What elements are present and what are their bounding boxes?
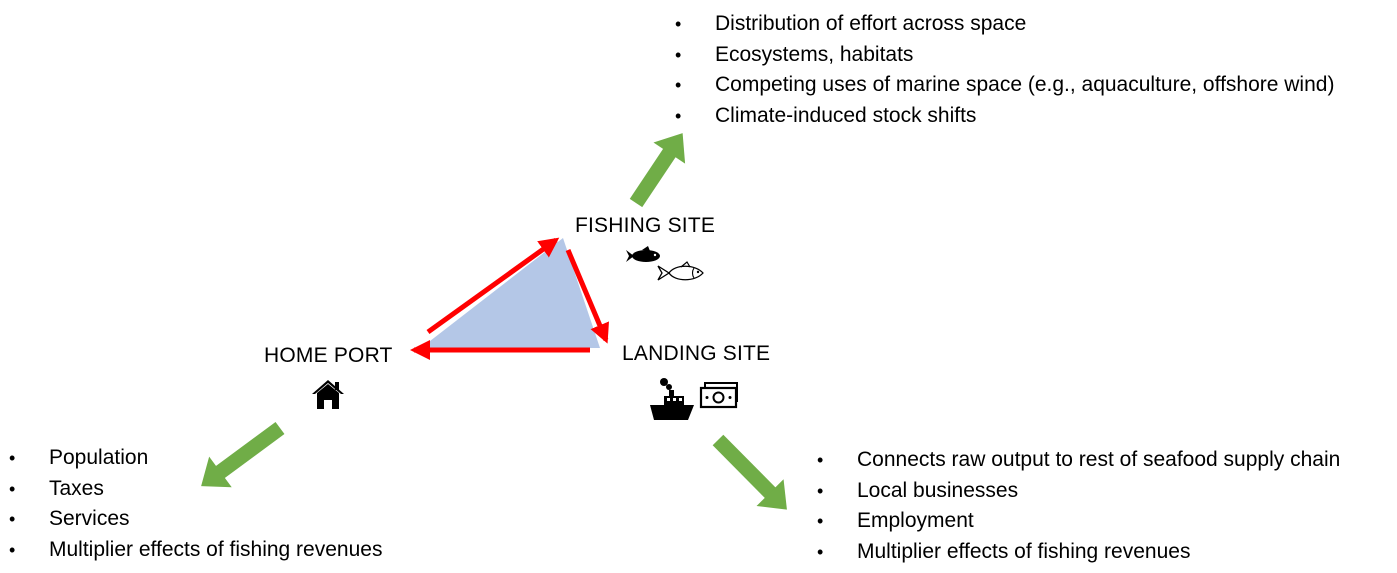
- arrow-to-landing-list: [712, 434, 787, 510]
- list-item: Climate-induced stock shifts: [675, 101, 1334, 132]
- list-item: Population: [9, 443, 382, 474]
- boat-icon: [650, 378, 694, 420]
- list-item: Connects raw output to rest of seafood s…: [817, 445, 1340, 476]
- home-port-list: Population Taxes Services Multiplier eff…: [9, 443, 383, 566]
- fish-icon: [626, 246, 660, 262]
- list-item: Services: [9, 504, 382, 535]
- fishing-site-list: Distribution of effort across space Ecos…: [675, 9, 1334, 132]
- list-item: Ecosystems, habitats: [675, 40, 1334, 71]
- list-item: Distribution of effort across space: [675, 9, 1334, 40]
- cycle-triangle: [421, 238, 600, 348]
- list-item: Multiplier effects of fishing revenues: [9, 535, 383, 566]
- fish-outline-icon: [657, 261, 704, 281]
- arrow-fishing-to-landing: [565, 249, 609, 344]
- list-item: Competing uses of marine space (e.g., aq…: [675, 70, 1334, 101]
- list-item: Local businesses: [817, 476, 1340, 507]
- arrow-to-fishing-list: [629, 133, 686, 208]
- list-item: Multiplier effects of fishing revenues: [817, 537, 1340, 568]
- arrow-home-to-fishing: [426, 237, 560, 335]
- fishing-site-label: FISHING SITE: [575, 214, 716, 237]
- landing-site-label: LANDING SITE: [622, 342, 771, 365]
- landing-site-list: Connects raw output to rest of seafood s…: [817, 445, 1340, 568]
- list-item: Employment: [817, 506, 1340, 537]
- list-item: Taxes: [9, 474, 382, 505]
- home-port-label: HOME PORT: [264, 344, 393, 367]
- money-icon: [699, 382, 738, 409]
- house-icon: [312, 380, 344, 409]
